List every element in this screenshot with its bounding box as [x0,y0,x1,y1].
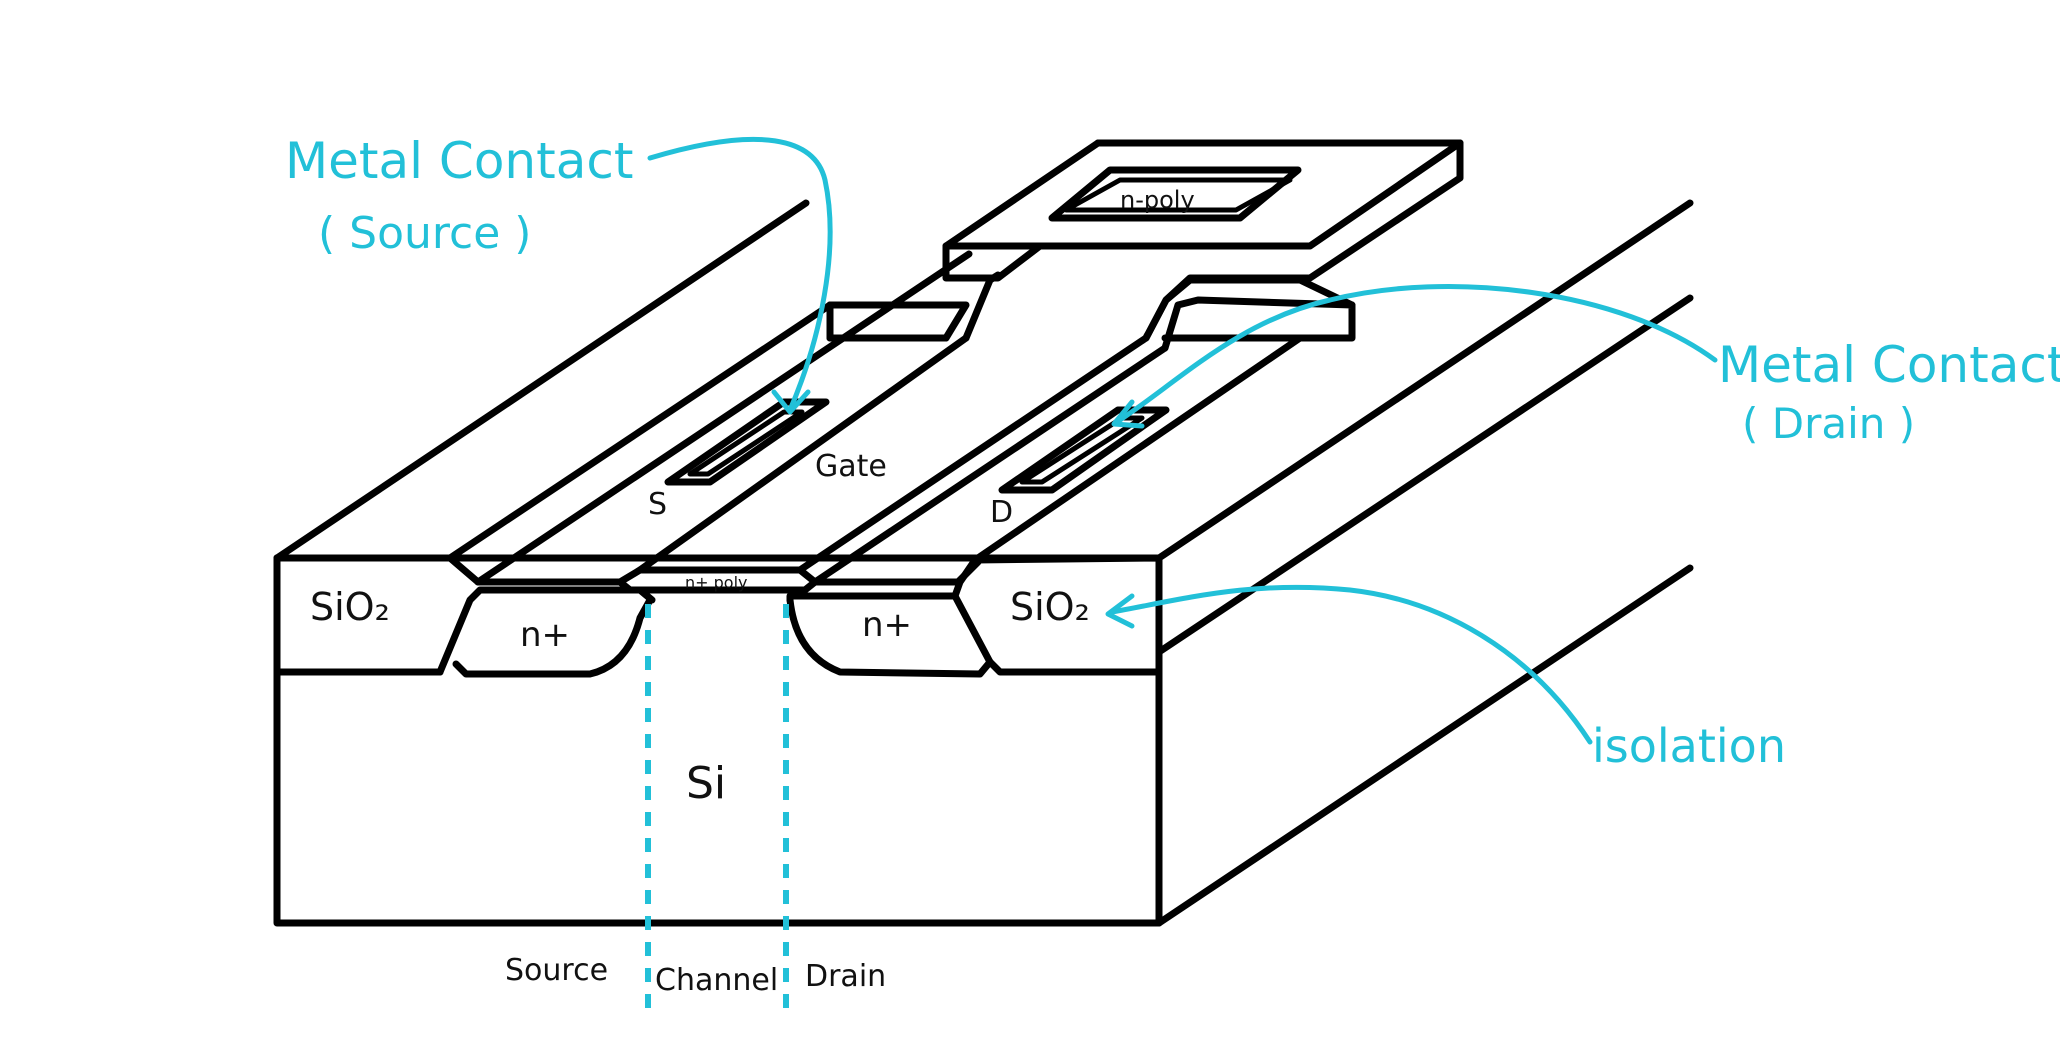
sio2-right-label: SiO₂ [1010,585,1090,629]
n-plus-left-bottom [452,596,654,678]
isolation-arrow [1109,584,1593,745]
substrate-side-mid-edge [1155,294,1694,656]
metal-contact-source-arrow [647,136,833,413]
gate-pad: n-poly [942,139,1464,342]
sio2-left-top [273,554,624,586]
n-poly-inner [1063,177,1293,213]
left-top-back-edge [273,199,810,562]
gate-stripe-left [636,334,970,574]
source-contact-window [664,398,830,486]
isolation-arrowhead [1105,593,1135,629]
source-letter-label: S [648,487,667,522]
gate-stripe-right [796,334,1150,574]
gate-label: Gate [815,449,887,484]
gate-neck-right [1161,296,1356,352]
drain-contact-window [998,406,1170,494]
n-poly-contact-window [1048,166,1302,222]
metal-contact-source-subtitle: ( Source ) [318,208,531,259]
isolation-label: isolation [1592,719,1786,773]
sio2-left-label: SiO₂ [310,585,390,629]
metal-contact-drain-arrowhead [1111,399,1145,429]
gate-stripe-right-lower [811,344,1169,586]
gate-neck-slope-left [962,271,1002,342]
contact-windows [664,398,1170,494]
annotation-labels: Metal Contact ( Source ) Metal Contact (… [285,132,2060,773]
top-surface [446,250,1356,586]
metal-contact-source-title: Metal Contact [285,132,633,190]
metal-contact-drain-subtitle: ( Drain ) [1742,399,1915,448]
right-rail-front [971,334,1304,564]
metal-contact-drain-arrow [1117,284,1718,423]
substrate-side-bottom-edge [1155,564,1694,927]
n-plus-left-label: n+ [520,615,570,655]
drain-letter-label: D [990,495,1013,530]
region-drain-label: Drain [805,959,886,994]
substrate-side-top-edge [1155,199,1694,562]
n-plus-right-label: n+ [862,605,912,645]
substrate-front-face [273,554,1163,927]
metal-contact-drain-title: Metal Contact [1718,336,2060,394]
region-source-label: Source [505,953,608,988]
n-plus-right-top [786,592,994,666]
left-rail-front [474,250,973,586]
region-channel-label: Channel [655,963,778,998]
sio2-right-top [811,558,982,586]
substrate-label: Si [686,758,726,809]
n-poly-label: n-poly [1120,186,1195,214]
annotation-arrows [647,136,1718,745]
metal-contact-source-arrowhead [771,389,811,415]
left-rail-top [446,301,834,562]
n-plus-right-bottom [786,596,1163,678]
region-boundaries [645,604,789,1014]
substrate-block [273,199,1694,927]
drain-contact-inner [1019,415,1145,485]
gate-neck-left [826,301,970,342]
source-contact-inner [687,409,805,477]
structure-labels: Gate S D n+ poly SiO₂ SiO₂ n+ n+ Si Sour… [310,449,1090,998]
n-plus-poly-label: n+ poly [685,573,748,592]
